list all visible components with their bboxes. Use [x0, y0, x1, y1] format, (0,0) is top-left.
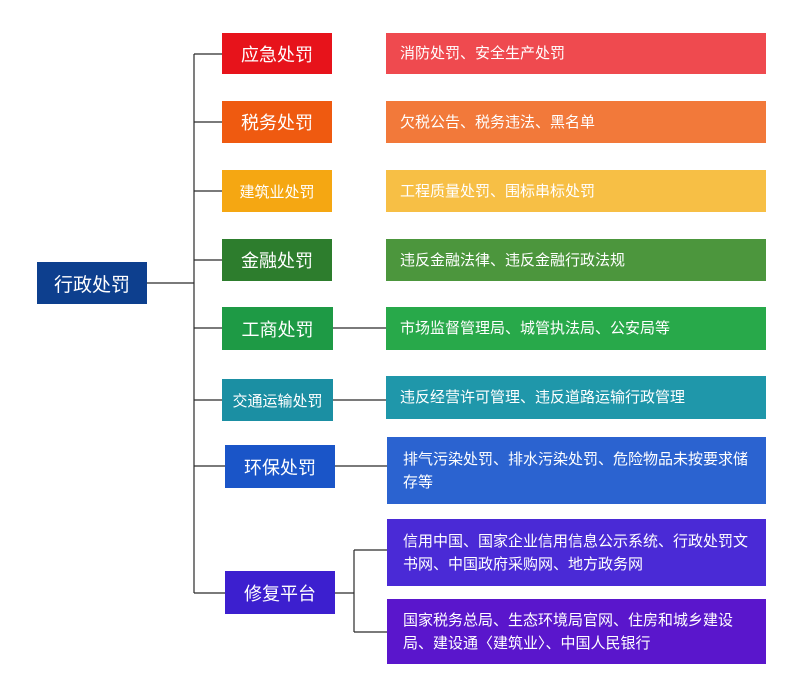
category-node-transport-penalty: 交通运输处罚 — [222, 379, 333, 421]
category-node-tax-penalty: 税务处罚 — [222, 101, 332, 143]
description-node-environment-penalty: 排气污染处罚、排水污染处罚、危险物品未按要求储存等 — [387, 437, 766, 504]
description-node-transport-penalty: 违反经营许可管理、违反道路运输行政管理 — [386, 376, 766, 419]
description-node-commerce-penalty: 市场监督管理局、城管执法局、公安局等 — [386, 307, 766, 350]
category-node-repair-platform: 修复平台 — [225, 571, 335, 614]
description-node-repair-platform-1: 信用中国、国家企业信用信息公示系统、行政处罚文书网、中国政府采购网、地方政务网 — [387, 519, 766, 586]
description-node-emergency-penalty: 消防处罚、安全生产处罚 — [386, 33, 766, 74]
description-node-construction-penalty: 工程质量处罚、围标串标处罚 — [386, 170, 766, 212]
category-node-construction-penalty: 建筑业处罚 — [222, 170, 332, 212]
description-node-finance-penalty: 违反金融法律、违反金融行政法规 — [386, 239, 766, 281]
category-node-environment-penalty: 环保处罚 — [225, 445, 335, 488]
category-node-finance-penalty: 金融处罚 — [222, 239, 332, 281]
category-node-commerce-penalty: 工商处罚 — [222, 307, 333, 350]
category-node-emergency-penalty: 应急处罚 — [222, 33, 332, 74]
root-node: 行政处罚 — [37, 262, 147, 304]
description-node-repair-platform-2: 国家税务总局、生态环境局官网、住房和城乡建设局、建设通〈建筑业〉、中国人民银行 — [387, 599, 766, 664]
description-node-tax-penalty: 欠税公告、税务违法、黑名单 — [386, 101, 766, 143]
